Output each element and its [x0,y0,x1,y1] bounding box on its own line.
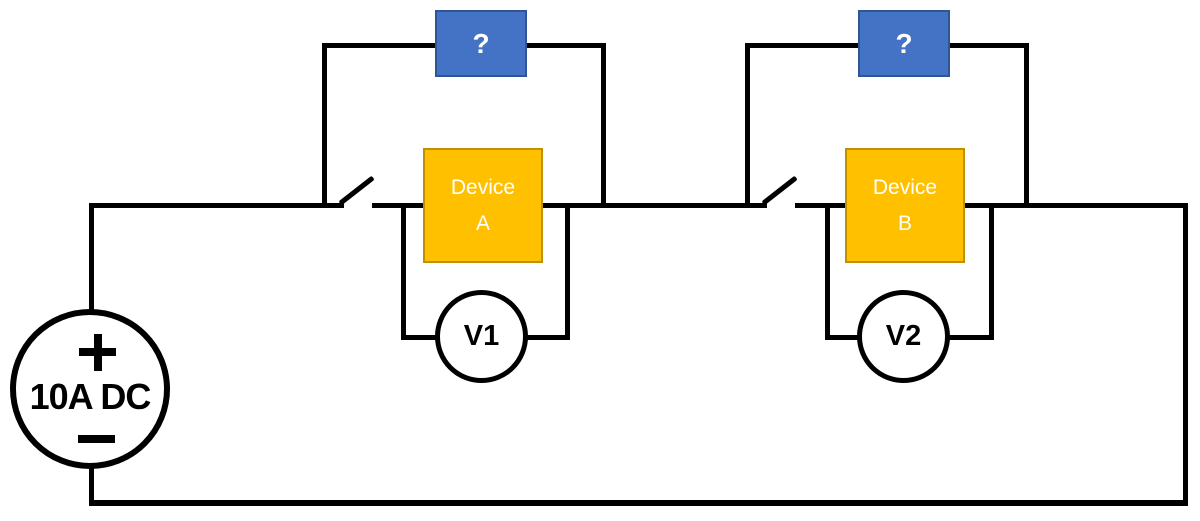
wire-v2-left-vertical [825,203,830,340]
wire-right-vertical [1183,203,1188,506]
wire-v1-left-vertical [401,203,406,340]
voltmeter-v1: V1 [435,290,528,383]
wire-branch1-top-left [322,43,438,48]
wire-branch1-left-vertical [322,43,327,206]
voltmeter-v1-label: V1 [463,320,500,352]
wire-branch2-right-vertical [1024,43,1029,206]
device-b-label-line2: B [897,211,912,235]
minus-icon [78,435,115,443]
wire-branch1-top-right [524,43,606,48]
current-source: 10A DC [10,309,170,469]
wire-v2-stub-right [947,335,994,340]
wire-v2-stub-left [825,335,861,340]
wire-branch2-left-vertical [745,43,750,206]
wire-v1-right-vertical [565,203,570,340]
voltmeter-v2-label: V2 [885,320,922,352]
device-b-label-line1: Device [872,175,938,199]
wire-branch2-top-left [745,43,861,48]
wire-branch1-right-vertical [601,43,606,206]
wire-bottom-return [89,500,1188,506]
unknown-component-1: ? [435,10,527,77]
unknown-component-2-label: ? [895,27,913,59]
device-a-box: Device A [423,148,543,263]
wire-source-top [89,203,94,312]
switch-2-blade [761,175,798,206]
device-a-label-line2: A [475,211,490,235]
unknown-component-1-label: ? [472,27,490,59]
voltmeter-v2: V2 [857,290,950,383]
switch-1-blade [338,175,375,206]
plus-icon [94,334,102,371]
wire-main-left [91,203,344,208]
device-a-label-line1: Device [450,175,516,199]
wire-v2-right-vertical [989,203,994,340]
wire-v1-stub-left [401,335,439,340]
unknown-component-2: ? [858,10,950,77]
device-b-box: Device B [845,148,965,263]
source-label: 10A DC [29,376,152,417]
wire-source-bottom [89,464,94,506]
wire-branch2-top-right [947,43,1029,48]
wire-v1-stub-right [524,335,570,340]
